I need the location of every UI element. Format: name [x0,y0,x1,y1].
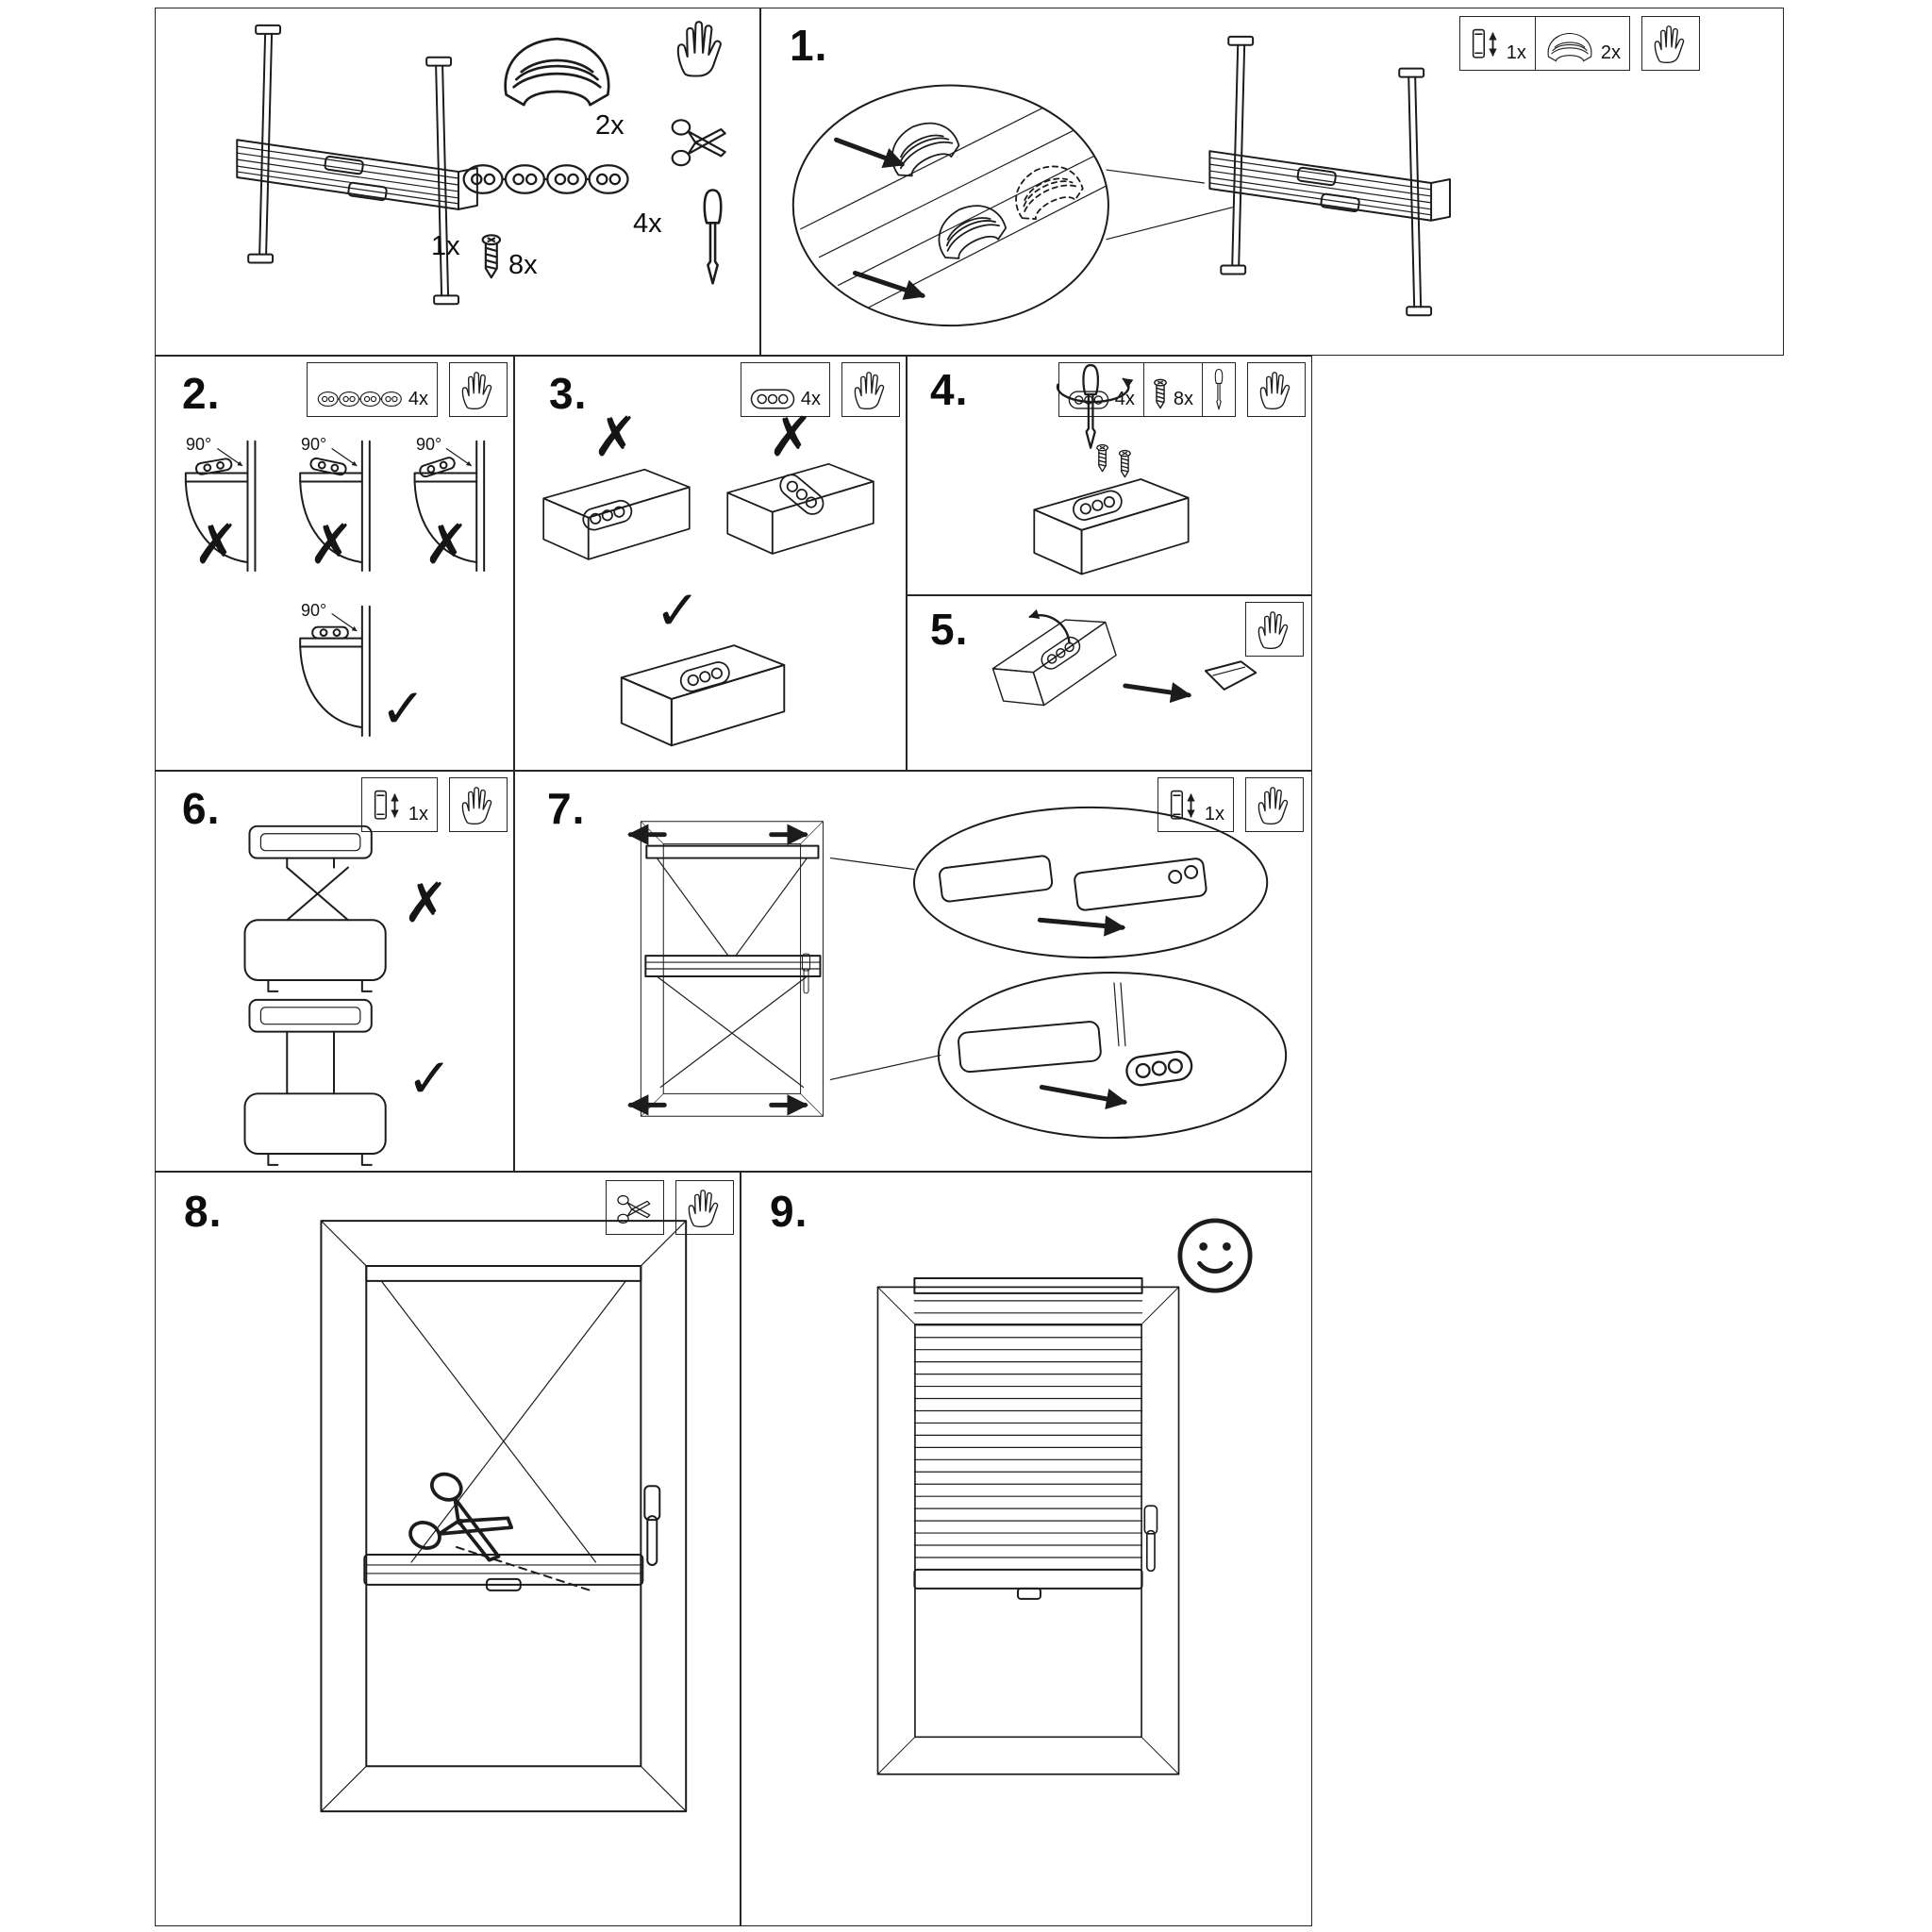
cross-mark: ✗ [403,871,449,935]
icon-qty: 4x [408,389,428,409]
step-2-hand-box [449,362,508,417]
step-7-drawing [627,806,1288,1140]
step-1-drawing [791,35,1451,327]
step-9-drawing [876,1276,1180,1775]
panel-step-4: 4. 4x 8x [907,356,1312,595]
step-1-parts-icons: 1x 2x [1458,16,1630,71]
cross-mark: ✗ [592,405,639,469]
icon-qty: 8x [1173,389,1193,409]
step-6-parts-icons: 1x [360,777,438,832]
icon-qty: 4x [1114,389,1135,409]
bracket-strip-drawing [462,164,629,194]
icon-cell-clamp: 2x [1534,17,1629,70]
qty-screw: 8x [508,250,538,280]
step-4-drawing [1033,363,1190,575]
step-8-drawing [320,1220,688,1813]
icon-cell-bracket: 4x [1059,363,1143,416]
angle-label: 90° [301,601,327,620]
step-8-number: 8. [184,1187,223,1236]
icon-cell-bracket-strip: 4x [308,363,437,416]
icon-qty: 4x [800,389,821,409]
step-3-drawing [542,462,874,747]
step-5-drawing [984,608,1257,718]
qty-blind-unit: 1x [431,231,460,261]
step-3-parts-icons: 4x [740,362,830,417]
window-drawing [876,1286,1180,1775]
step-4-number: 4. [930,365,969,414]
step-9-number: 9. [770,1187,808,1236]
icon-qty: 1x [1506,42,1526,63]
step-2-parts-icons: 4x [306,362,438,417]
step-4-icon-box: 4x 8x [1058,362,1306,417]
icon-qty: 2x [1600,42,1621,63]
step-6-number: 6. [182,784,221,833]
parts-overview-drawing [236,21,726,306]
angle-label: 90° [301,435,327,454]
check-mark: ✓ [407,1046,453,1110]
icon-cell-topfix: 1x [362,778,437,831]
step-7-number: 7. [547,784,586,833]
step-6-drawing [243,824,387,1166]
step-3-hand-box [841,362,900,417]
step-5-hand-box [1245,602,1304,657]
cross-mark: ✗ [193,512,240,576]
step-2-drawing [184,440,486,738]
screw-drawing [481,234,502,279]
step-6-icon-box: 1x [360,777,508,832]
panel-step-3: 3. 4x ✗ ✗ ✓ [514,356,907,771]
icon-cell-bracket: 4x [741,363,829,416]
step-7-hand-box [1245,777,1304,832]
step-3-number: 3. [549,369,588,418]
cross-mark: ✗ [424,512,470,576]
icon-cell-screwdriver [1202,363,1235,416]
check-mark: ✓ [655,578,701,642]
hand-icon [676,21,722,77]
icon-cell-screw: 8x [1142,363,1202,416]
icon-qty: 1x [408,804,428,824]
icon-cell-topfix: 1x [1158,778,1233,831]
panel-parts-overview: 1x 2x 4x 8x [155,8,760,356]
check-mark: ✓ [380,676,426,741]
step-1-hand-box [1641,16,1700,71]
step-1-icon-box: 1x 2x [1458,16,1700,71]
step-6-hand-box [449,777,508,832]
icon-qty: 1x [1204,804,1224,824]
step-3-icon-box: 4x [740,362,900,417]
icon-cell-topfix: 1x [1460,17,1535,70]
window-drawing [320,1220,688,1813]
cross-mark: ✗ [308,512,355,576]
step-7-icon-box: 1x [1157,777,1304,832]
step-4-hand-box [1247,362,1306,417]
panel-step-5: 5. [907,595,1312,771]
step-5-number: 5. [930,605,969,654]
panel-step-8: 8. [155,1172,741,1926]
qty-bracket-strip: 4x [633,208,662,239]
screwdriver-icon [1082,363,1100,449]
step-8-scissors-box [606,1180,664,1235]
screwdriver-icon [703,189,723,285]
blind-unit-drawing [236,24,478,306]
step-1-number: 1. [790,21,828,70]
step-4-parts-icons: 4x 8x [1058,362,1236,417]
clamp-part-drawing [504,37,610,107]
panel-step-6: 6. 1x ✗ ✓ [155,771,514,1172]
step-8-icon-box [606,1180,734,1235]
panel-step-1: 1. 1x 2x [760,8,1784,356]
scissors-icon [404,1467,523,1579]
scissors-icon [671,119,726,167]
cross-mark: ✗ [768,405,814,469]
step-5-icon-box [1245,602,1304,657]
angle-label: 90° [186,435,212,454]
step-2-icon-box: 4x [306,362,508,417]
blind-unit-drawing [1208,35,1451,317]
panel-step-2: 2. 4x [155,356,514,771]
angle-label: 90° [416,435,442,454]
step-2-number: 2. [182,369,221,418]
panel-step-9: 9. [741,1172,1312,1926]
qty-clamp: 2x [595,110,625,141]
panel-step-7: 7. 1x [514,771,1312,1172]
